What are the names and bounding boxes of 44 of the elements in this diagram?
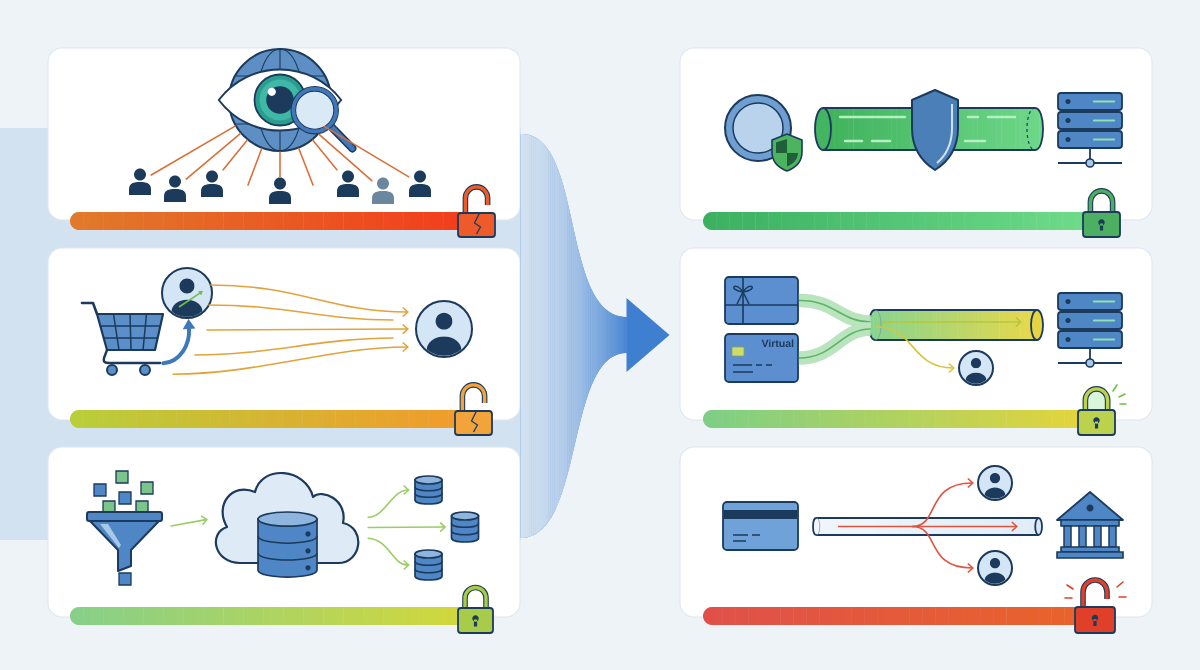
pipe — [812, 517, 1043, 536]
person-icon — [201, 170, 223, 197]
connector-line — [323, 125, 410, 178]
connector-line — [279, 151, 281, 178]
arrow — [206, 323, 409, 335]
database-icon — [414, 475, 443, 505]
connector-line — [312, 139, 338, 171]
user-avatar-icon — [958, 350, 994, 386]
user-avatar-icon — [415, 300, 473, 358]
user-avatar-icon — [977, 550, 1013, 586]
connector-line — [222, 139, 248, 171]
connector-line — [318, 133, 373, 182]
person-icon — [337, 170, 359, 197]
globe-eye-icon — [217, 48, 357, 153]
person-icon — [164, 175, 186, 202]
arrow — [911, 525, 974, 574]
connector-line — [247, 147, 263, 186]
funnel-icon — [86, 470, 163, 586]
database-icon — [414, 549, 443, 581]
user-avatar-icon — [977, 465, 1013, 501]
band-connector — [798, 322, 872, 365]
arrow — [172, 341, 409, 375]
band-connector — [798, 293, 872, 329]
database-icon — [450, 511, 480, 543]
gift-card-icon — [724, 276, 799, 325]
connector-line — [150, 125, 236, 176]
person-icon — [129, 168, 151, 195]
connector-line — [298, 147, 314, 186]
connector-line — [185, 132, 242, 180]
arrow — [911, 477, 974, 528]
shopping-cart-icon — [80, 301, 165, 376]
person-icon — [269, 177, 291, 204]
arrow — [367, 521, 447, 533]
arrow — [367, 484, 410, 519]
person-icon — [372, 177, 394, 204]
connector-line — [208, 304, 394, 321]
pipe — [868, 309, 1044, 341]
arrow — [170, 515, 208, 527]
card: Virtual — [724, 333, 799, 383]
arrow — [367, 537, 410, 571]
arrow — [210, 284, 409, 318]
arrow — [876, 326, 955, 374]
person-icon — [409, 170, 431, 197]
user-avatar-icon — [161, 267, 213, 319]
